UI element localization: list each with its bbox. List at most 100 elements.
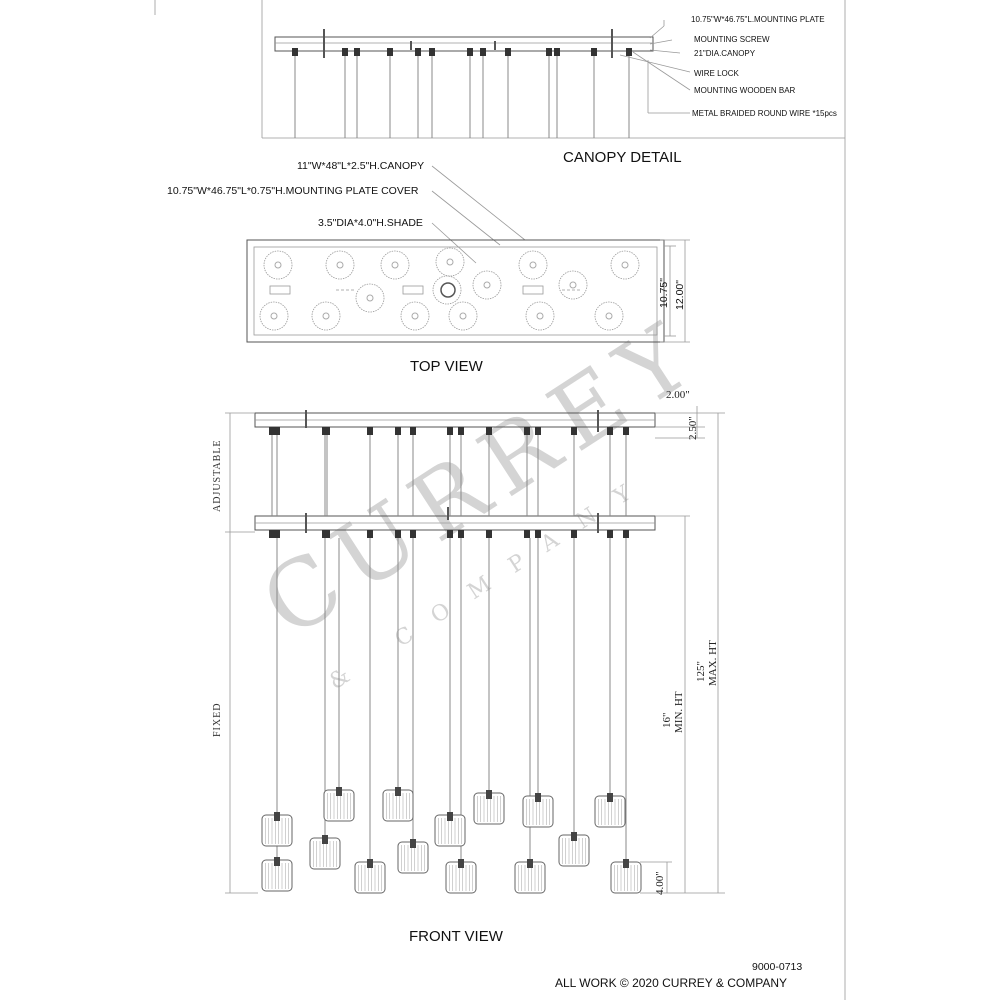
shade	[594, 793, 626, 828]
wire-grip	[395, 530, 401, 538]
callout-mounting-screw: MOUNTING SCREW	[694, 35, 770, 44]
top-view-dim-inner: 10.75"	[658, 278, 670, 308]
wire-grip	[571, 530, 577, 538]
shade-top	[432, 275, 462, 305]
wire-grip	[395, 427, 401, 435]
shade	[558, 832, 590, 867]
wire-grip	[607, 427, 613, 435]
wire-grip	[322, 530, 328, 538]
shade-top	[448, 301, 478, 331]
wire-grip	[292, 48, 298, 56]
front-view-dim-top: 2.00"	[666, 389, 690, 401]
shade-top	[518, 250, 548, 280]
front-view-side-adjustable: ADJUSTABLE	[212, 439, 223, 512]
wire-grip	[415, 48, 421, 56]
front-view: ADJUSTABLE FIXED 2.00" 2.50" 4.00" 16" M…	[212, 389, 725, 945]
wire-grip	[623, 530, 629, 538]
wire-grip	[367, 427, 373, 435]
shade-top	[558, 270, 588, 300]
top-view-title: TOP VIEW	[410, 358, 484, 375]
wire-grip	[410, 530, 416, 538]
center-hub	[440, 282, 456, 298]
wire-grip	[607, 530, 613, 538]
canopy-detail-title: CANOPY DETAIL	[563, 149, 682, 166]
wire-grip	[342, 48, 348, 56]
shade	[514, 859, 546, 894]
wire-grip	[429, 48, 435, 56]
front-view-dim-shade: 4.00"	[654, 871, 666, 895]
top-view-dim-outer: 12.00"	[674, 280, 686, 310]
wire-grip	[447, 530, 453, 538]
shade	[434, 812, 466, 847]
wire-grip	[535, 530, 541, 538]
wire-grip	[524, 427, 530, 435]
wire-grip	[554, 48, 560, 56]
shade-top	[259, 301, 289, 331]
front-view-side-fixed: FIXED	[212, 703, 223, 737]
shade	[323, 787, 355, 822]
wire-grip	[467, 48, 473, 56]
wire-grip	[367, 530, 373, 538]
shade-top	[263, 250, 293, 280]
front-view-wires	[269, 410, 629, 862]
callout-canopy-dia: 21"DIA.CANOPY	[694, 49, 756, 58]
front-view-dim-max: 125"	[695, 661, 707, 682]
wire-grip	[546, 48, 552, 56]
shade-top	[380, 250, 410, 280]
shade	[382, 787, 414, 822]
front-view-dim-max-label: MAX. HT	[707, 640, 719, 686]
front-view-title: FRONT VIEW	[409, 928, 504, 945]
wire-grip	[410, 427, 416, 435]
top-view: 11"W*48"L*2.5"H.CANOPY 10.75"W*46.75"L*0…	[167, 160, 690, 375]
wire-grip	[591, 48, 597, 56]
wire-grip	[274, 530, 280, 538]
shade-top	[325, 250, 355, 280]
shade-top	[594, 301, 624, 331]
shade	[610, 859, 642, 894]
callout-shade-size: 3.5"DIA*4.0"H.SHADE	[318, 217, 423, 229]
wire-grip	[535, 427, 541, 435]
shade-top	[400, 301, 430, 331]
shade-top	[435, 247, 465, 277]
shade	[261, 857, 293, 892]
wire-grip	[571, 427, 577, 435]
wire-grip	[447, 427, 453, 435]
wire-grip	[458, 427, 464, 435]
wire-grip	[626, 48, 632, 56]
front-view-shades	[261, 787, 642, 894]
wire-grip	[623, 427, 629, 435]
front-view-dim-min: 16"	[661, 713, 673, 729]
shade-top	[472, 270, 502, 300]
shade-top	[610, 250, 640, 280]
shade	[261, 812, 293, 847]
copyright: ALL WORK © 2020 CURREY & COMPANY	[555, 976, 787, 990]
front-view-dim-min-label: MIN. HT	[673, 691, 685, 733]
canopy-detail-wires	[292, 29, 632, 138]
shade	[354, 859, 386, 894]
wire-grip	[274, 427, 280, 435]
wire-grip	[387, 48, 393, 56]
shade	[309, 835, 341, 870]
top-view-shades	[259, 247, 640, 331]
shade-top	[311, 301, 341, 331]
front-view-dim-canopy: 2.50"	[687, 416, 699, 440]
shade	[473, 790, 505, 825]
shade	[445, 859, 477, 894]
callout-mounting-plate: 10.75"W*46.75"L.MOUNTING PLATE	[691, 15, 825, 24]
callout-canopy-size: 11"W*48"L*2.5"H.CANOPY	[297, 160, 424, 172]
wire-grip	[458, 530, 464, 538]
wire-grip	[505, 48, 511, 56]
wire-grip	[354, 48, 360, 56]
wire-grip	[322, 427, 328, 435]
shade	[522, 793, 554, 828]
shade-top	[525, 301, 555, 331]
part-number: 9000-0713	[752, 961, 802, 973]
wire-grip	[486, 530, 492, 538]
wire-grip	[269, 530, 275, 538]
callout-wooden-bar: MOUNTING WOODEN BAR	[694, 86, 796, 95]
watermark: CURREY & COMPANY	[244, 297, 720, 695]
wire-grip	[524, 530, 530, 538]
callout-wire-lock: WIRE LOCK	[694, 69, 740, 78]
callout-plate-cover: 10.75"W*46.75"L*0.75"H.MOUNTING PLATE CO…	[167, 185, 419, 197]
